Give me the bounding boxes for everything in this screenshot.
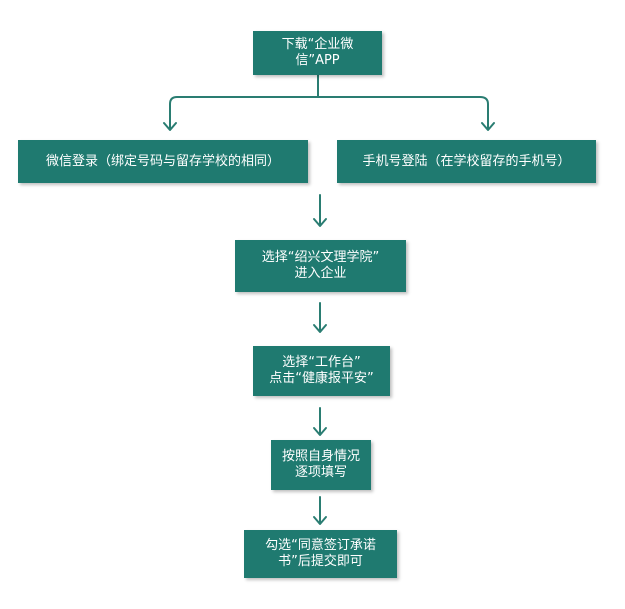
node-select-workbench: 选择“工作台” 点击“健康报平安” [253, 346, 390, 396]
arrow-4-head [313, 516, 327, 525]
node-wechat-login: 微信登录（绑定号码与留存学校的相同） [18, 140, 308, 183]
down-arrows [313, 194, 327, 525]
node-submit: 勾选“同意签订承诺 书”后提交即可 [244, 530, 397, 578]
node-fill-in: 按照自身情况 逐项填写 [271, 440, 371, 490]
arrow-3-head [313, 427, 327, 436]
arrow-left-head [163, 122, 177, 131]
node-download-app: 下载“企业微 信”APP [253, 31, 382, 75]
node-download-app-label: 下载“企业微 信”APP [281, 37, 354, 68]
node-phone-login-label: 手机号登陆（在学校留存的手机号） [362, 153, 571, 169]
node-select-workbench-label: 选择“工作台” 点击“健康报平安” [269, 355, 374, 386]
node-wechat-login-label: 微信登录（绑定号码与留存学校的相同） [45, 153, 280, 169]
split-connector [163, 74, 495, 131]
node-select-school-label: 选择“绍兴文理学院” 进入企业 [261, 250, 380, 281]
node-phone-login: 手机号登陆（在学校留存的手机号） [337, 140, 596, 183]
arrow-right-head [481, 122, 495, 131]
node-select-school: 选择“绍兴文理学院” 进入企业 [235, 240, 406, 292]
node-submit-label: 勾选“同意签订承诺 书”后提交即可 [265, 538, 376, 569]
arrow-1-head [313, 218, 327, 227]
arrow-2-head [313, 324, 327, 333]
split-horizontal-line [169, 96, 489, 130]
node-fill-in-label: 按照自身情况 逐项填写 [281, 449, 360, 480]
